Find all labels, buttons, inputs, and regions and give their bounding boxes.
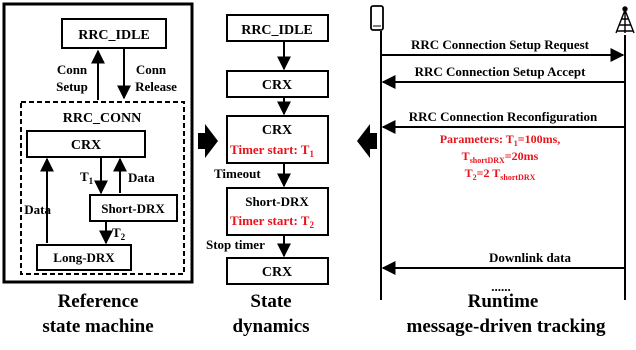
- timer-start-t1: Timer start: T1: [230, 142, 314, 159]
- short-data-label: Data: [128, 170, 155, 185]
- conn-setup-label-2: Setup: [56, 79, 88, 94]
- ref-crx-label: CRX: [71, 138, 101, 153]
- msg-setup-accept-label: RRC Connection Setup Accept: [415, 64, 586, 79]
- msg-downlink-label: Downlink data: [489, 250, 571, 265]
- dyn-crx-box-1: [226, 70, 329, 98]
- ref-long-drx-label: Long-DRX: [53, 250, 115, 265]
- runtime-caption-2: message-driven tracking: [407, 316, 606, 337]
- msg-reconfig-label: RRC Connection Reconfiguration: [409, 109, 598, 124]
- ref-rrc-idle-box: [61, 18, 167, 49]
- msg-setup-request-label: RRC Connection Setup Request: [411, 37, 590, 52]
- ref-long-drx-box: [36, 244, 132, 271]
- timer-start-t2: Timer start: T2: [230, 213, 314, 230]
- phone-icon: [370, 5, 384, 31]
- dynamics-caption-1: State: [250, 291, 291, 312]
- dyn-short-drx-label: Short-DRX: [245, 194, 309, 209]
- rrc-conn-container: [20, 101, 185, 275]
- reference-outer-frame: [2, 2, 194, 284]
- runtime-caption-1: Runtime: [468, 291, 539, 312]
- ellipsis-label: ......: [491, 279, 511, 294]
- stop-timer-label: Stop timer: [206, 237, 265, 252]
- dyn-short-drx-box: [226, 187, 329, 236]
- dyn-crx-box-3: [226, 257, 329, 285]
- ref-short-drx-label: Short-DRX: [101, 201, 165, 216]
- reference-caption-2: state machine: [42, 316, 153, 337]
- long-data-label: Data: [24, 202, 51, 217]
- t1-label: T1: [80, 169, 94, 186]
- rrc-conn-label: RRC_CONN: [63, 111, 142, 126]
- conn-release-label-2: Release: [135, 79, 177, 94]
- dynamics-caption-2: dynamics: [232, 316, 309, 337]
- dyn-rrc-idle-box: [226, 14, 329, 42]
- conn-setup-label-1: Conn: [57, 62, 88, 77]
- t2-label: T2: [112, 225, 126, 242]
- param-t2: T2=2 TshortDRX: [465, 166, 536, 182]
- ref-crx-box: [26, 130, 146, 158]
- dyn-crx-label-2: CRX: [262, 123, 292, 138]
- param-tshortdrx: TshortDRX=20ms: [462, 149, 539, 165]
- ref-rrc-idle-label: RRC_IDLE: [78, 28, 150, 43]
- dyn-rrc-idle-label: RRC_IDLE: [241, 23, 313, 38]
- dyn-crx-label-1: CRX: [262, 78, 292, 93]
- reference-caption-1: Reference: [58, 291, 139, 312]
- left-big-arrow-icon: [198, 124, 218, 158]
- conn-release-label-1: Conn: [136, 62, 167, 77]
- param-t1: Parameters: T1=100ms,: [440, 132, 561, 148]
- dyn-crx-box-2: [226, 115, 329, 164]
- base-station-icon: [615, 6, 635, 34]
- dyn-crx-label-3: CRX: [262, 265, 292, 280]
- ref-short-drx-box: [89, 194, 178, 222]
- timeout-label: Timeout: [214, 166, 261, 181]
- right-big-arrow-icon: [357, 124, 377, 158]
